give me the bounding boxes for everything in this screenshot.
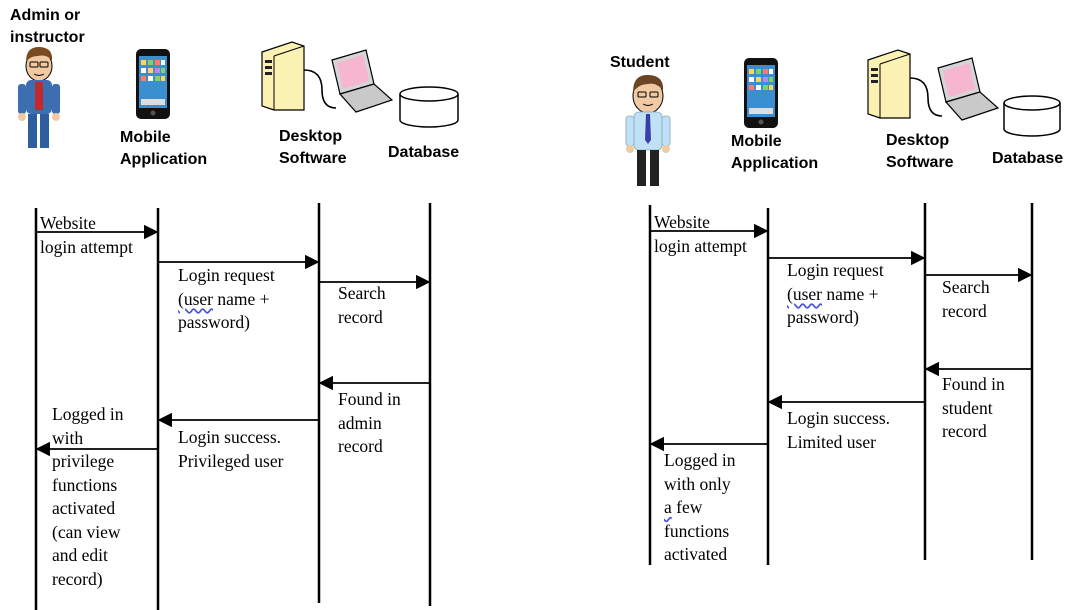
- desktop-software-label: Desktop Software: [279, 128, 347, 167]
- database-label: Database: [388, 144, 460, 161]
- desktop-computer-icon: [261, 41, 394, 113]
- mobile-phone-icon: [744, 58, 778, 128]
- database-icon: [1003, 95, 1061, 137]
- messages-left: [35, 224, 431, 457]
- lifelines-left: [34, 203, 432, 610]
- msg-login-success-privileged: Login success. Privileged user: [178, 427, 284, 471]
- msg-search-record: Search record: [942, 277, 990, 321]
- student-figure: [625, 74, 671, 186]
- msg-found-in-student-record: Found in student record: [942, 374, 1005, 441]
- mobile-phone-icon: [136, 49, 170, 119]
- mobile-application-label: Mobile Application: [731, 133, 819, 172]
- desktop-computer-icon: [867, 49, 1000, 121]
- messages-right: [649, 223, 1033, 452]
- mobile-application-label: Mobile Application: [120, 129, 208, 168]
- database-icon: [399, 86, 459, 128]
- actor-label-student: Student: [610, 54, 670, 71]
- desktop-software-label: Desktop Software: [886, 132, 954, 171]
- msg-found-in-admin-record: Found in admin record: [338, 389, 401, 456]
- msg-search-record: Search record: [338, 283, 386, 327]
- msg-logged-in-privilege: Logged in with privilege functions activ…: [52, 404, 124, 589]
- msg-website-login-attempt: Website login attempt: [40, 213, 133, 257]
- msg-login-request: Login request(user name +password): [787, 260, 884, 327]
- database-label: Database: [992, 150, 1064, 167]
- msg-login-request: Login request(user name +password): [178, 265, 275, 332]
- admin-instructor-figure: [18, 46, 60, 148]
- msg-website-login-attempt: Website login attempt: [654, 212, 747, 256]
- actor-label-admin: Admin or instructor: [10, 7, 85, 46]
- msg-login-success-limited: Login success. Limited user: [787, 408, 891, 452]
